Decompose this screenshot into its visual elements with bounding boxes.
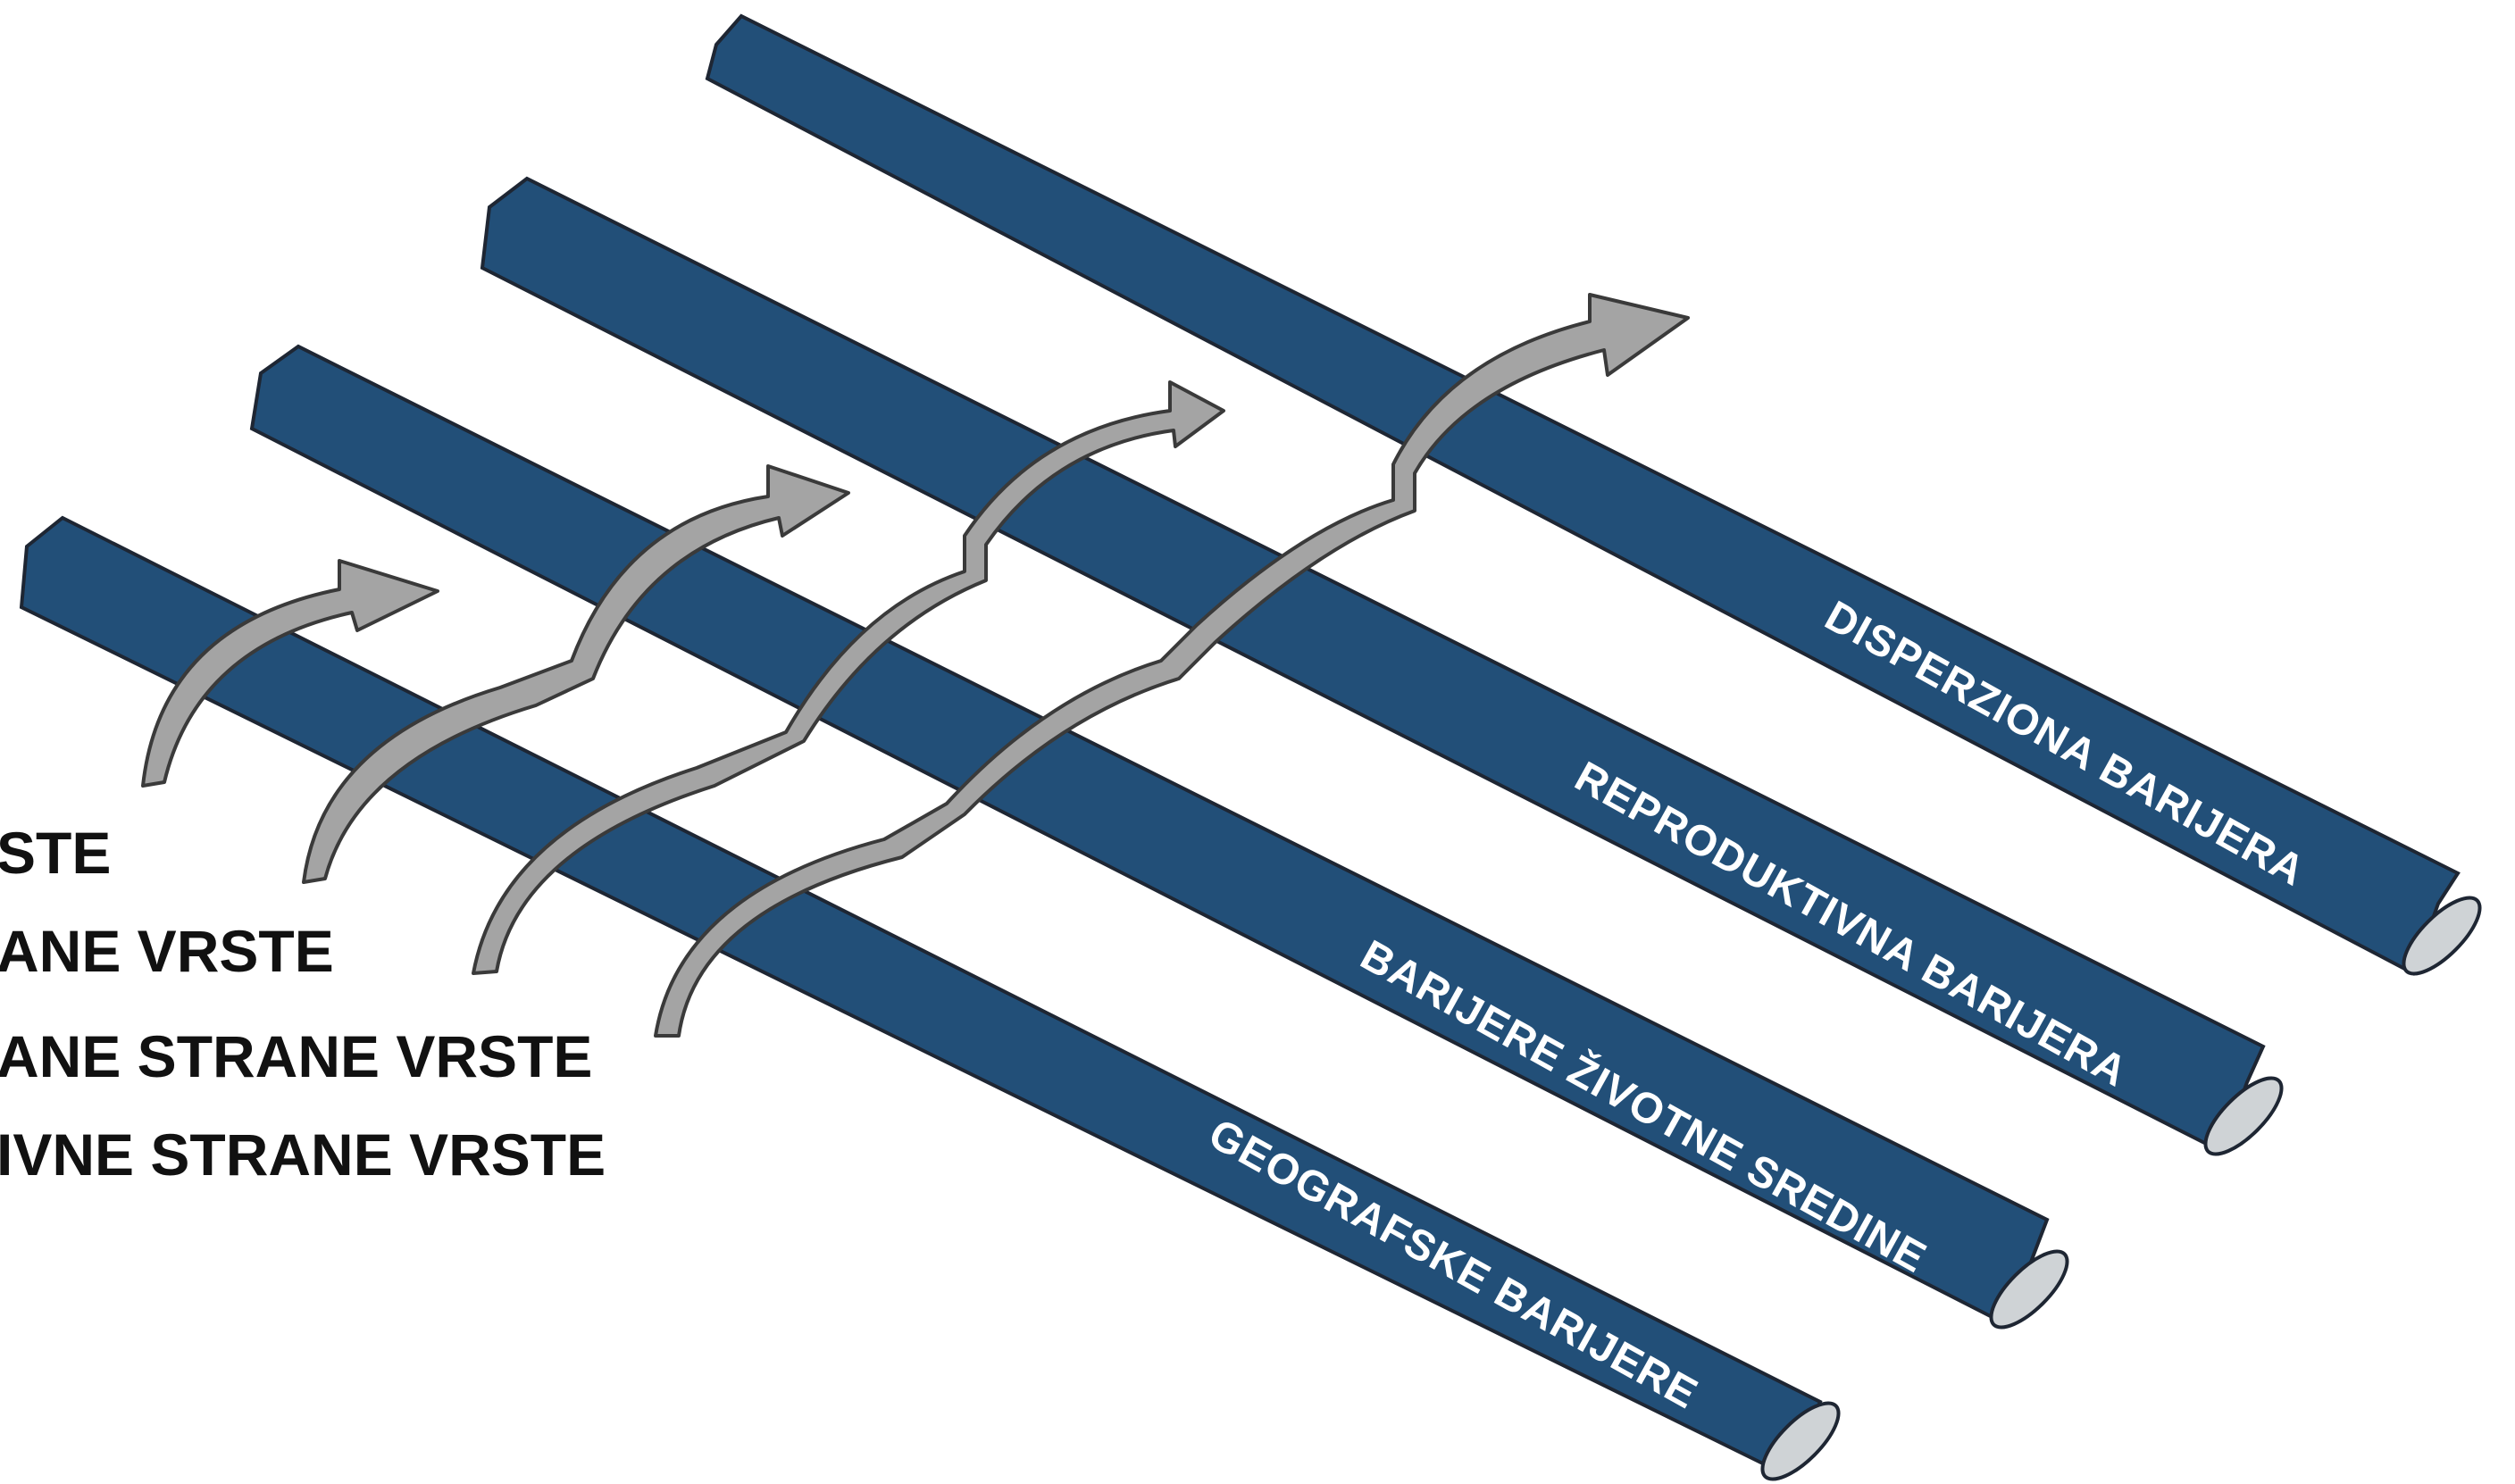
stage-label: ANE STRANE VRSTE	[0, 1023, 592, 1089]
curved-arrow-icon	[654, 293, 1690, 1038]
stage-label: IVNE STRANE VRSTE	[0, 1121, 606, 1188]
curved-arrow-icon	[141, 559, 439, 788]
barrier-end-cap	[1989, 1249, 2069, 1330]
arrow-path	[654, 293, 1690, 1038]
curved-arrow-icon	[472, 380, 1225, 975]
arrow-path	[141, 559, 439, 788]
barrier-end-cap	[2203, 1076, 2284, 1156]
curved-arrow-icon	[302, 464, 850, 884]
barrier-label: DISPERZIONA BARIJERA	[1817, 592, 2313, 896]
barrier-bar	[249, 344, 2050, 1328]
barrier-bar	[480, 176, 2266, 1155]
barrier-bar	[705, 13, 2461, 976]
barrier-end-cap	[2402, 896, 2482, 976]
barrier-end-cap	[1760, 1401, 1841, 1481]
arrow-path	[302, 464, 850, 884]
stage-label: STE	[0, 820, 111, 886]
arrow-path	[472, 380, 1225, 975]
stage-labels: STE ANE VRSTE ANE STRANE VRSTE IVNE STRA…	[0, 820, 606, 1188]
stage-label: ANE VRSTE	[0, 918, 334, 984]
barrier-label: GEOGRAFSKE BARIJERE	[1201, 1110, 1706, 1418]
